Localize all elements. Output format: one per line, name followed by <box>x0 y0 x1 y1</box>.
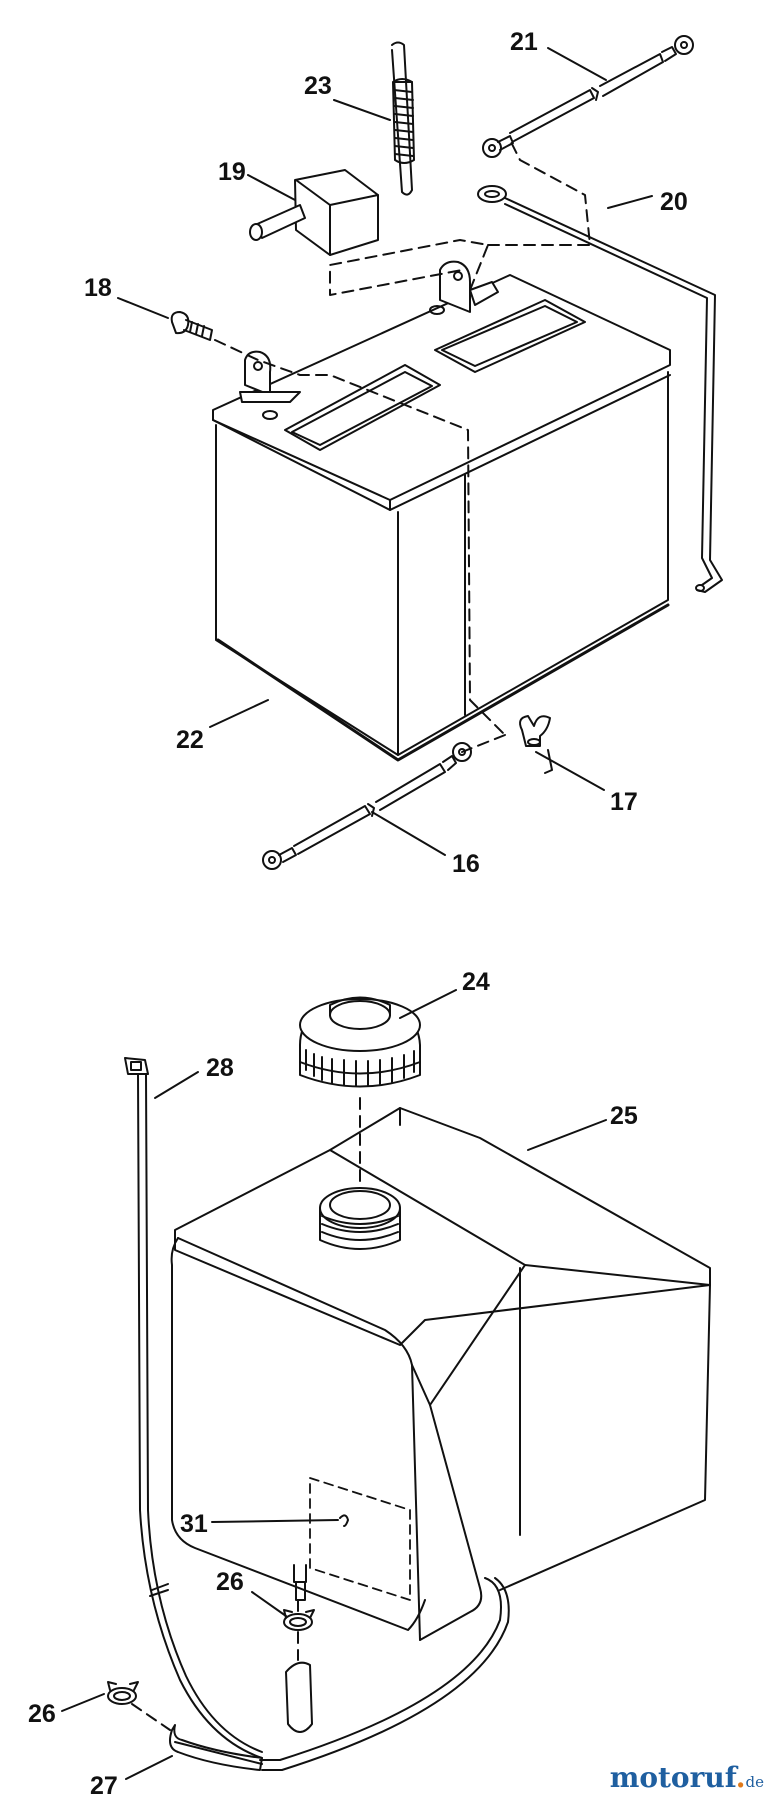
callout-16: 16 <box>452 850 480 878</box>
watermark-logo: motoruf.de <box>609 1761 764 1794</box>
decal <box>309 1477 411 1601</box>
callout-31: 31 <box>180 1510 208 1538</box>
vent-tube <box>391 41 415 196</box>
callout-22: 22 <box>176 726 204 754</box>
callout-24: 24 <box>462 968 490 996</box>
callout-28: 28 <box>206 1054 234 1082</box>
callout-19: 19 <box>218 158 246 186</box>
callout-18: 18 <box>84 274 112 302</box>
wing-nut <box>519 715 551 747</box>
callout-17: 17 <box>610 788 638 816</box>
cable-tie <box>124 1057 263 1759</box>
callout-26-lower: 26 <box>28 1700 56 1728</box>
assembly-lines <box>131 139 591 1731</box>
negative-cable <box>262 742 472 870</box>
leader-lines <box>61 47 653 1780</box>
battery <box>212 260 671 762</box>
hose-clamp-lower <box>107 1681 139 1705</box>
callout-23: 23 <box>304 72 332 100</box>
fuel-cap <box>299 996 421 1088</box>
hold-down-rod <box>477 185 723 593</box>
callout-20: 20 <box>660 188 688 216</box>
callout-26-upper: 26 <box>216 1568 244 1596</box>
hose-clamp-upper <box>283 1609 315 1631</box>
bolt <box>170 311 213 341</box>
callout-25: 25 <box>610 1102 638 1130</box>
fuel-hose <box>169 1577 510 1771</box>
fuel-tank <box>170 1107 711 1641</box>
decal-mark <box>339 1514 349 1527</box>
terminal-cover <box>249 169 379 256</box>
positive-cable <box>482 35 694 158</box>
callout-27: 27 <box>90 1772 118 1800</box>
callout-21: 21 <box>510 28 538 56</box>
